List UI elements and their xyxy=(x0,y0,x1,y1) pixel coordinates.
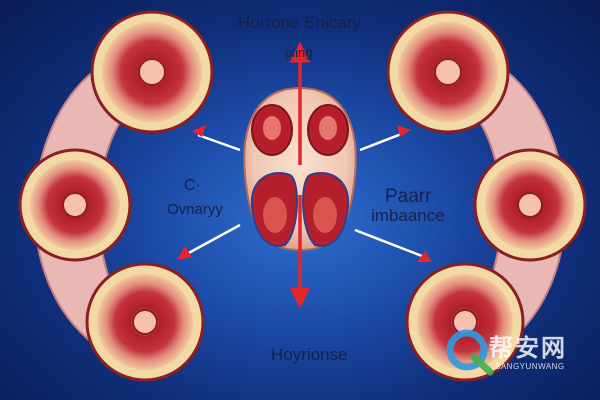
diagram-subtitle: piing xyxy=(285,45,313,60)
central-organ xyxy=(243,86,357,252)
arrow-upper-left xyxy=(197,133,241,152)
follicle-cell-mid-left xyxy=(18,148,132,262)
bottom-label: Hoyrionse xyxy=(271,345,348,364)
watermark-chinese-text: 帮安网 xyxy=(489,334,567,362)
left-label-bottom: Ovnaryy xyxy=(167,201,223,218)
follicle-cell-top-left xyxy=(90,10,214,134)
follicle-cell-bottom-right xyxy=(405,262,525,382)
follicle-cell-top-right xyxy=(386,10,510,134)
arrow-upper-left-head xyxy=(192,125,206,137)
watermark-latin-text: BANGYUNWANG xyxy=(495,362,565,371)
arrow-lower-right-head xyxy=(417,251,432,262)
right-label-bottom: imbaance xyxy=(371,206,445,225)
diagram-title: Horrone Enicary xyxy=(238,13,361,32)
left-label-top: C· xyxy=(184,177,201,194)
watermark-logo-icon xyxy=(446,329,494,376)
follicle-cell-bottom-left xyxy=(85,262,205,382)
follicle-cell-mid-right xyxy=(473,148,587,262)
arrow-lower-right xyxy=(354,228,423,258)
arrow-upper-right-head xyxy=(397,125,411,137)
right-label-top: Paarr xyxy=(385,186,432,207)
watermark: 帮安网 BANGYUNWANG xyxy=(447,328,587,378)
arrow-lower-left xyxy=(184,223,241,257)
arrow-lower-left-head xyxy=(177,246,192,260)
arrow-upper-right xyxy=(359,131,405,152)
